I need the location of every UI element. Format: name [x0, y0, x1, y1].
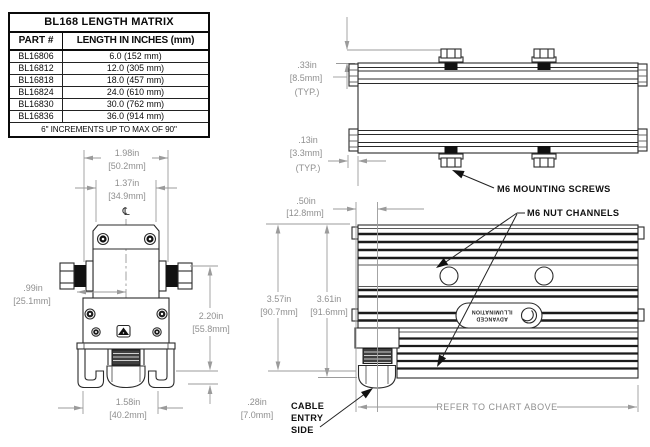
dim-text: .33in [297, 60, 317, 70]
col-header-part: PART # [10, 33, 63, 49]
mounting-screw [531, 146, 557, 168]
part-length: 24.0 (610 mm) [106, 87, 165, 97]
side-screw-right [158, 260, 193, 292]
cable-entry-callout: CABLE ENTRY SIDE [291, 388, 373, 435]
dim-width-outer: 1.98in [50.2mm] [83, 146, 169, 262]
nut-channels-callout: M6 NUT CHANNELS [436, 208, 619, 367]
dim-endcap: .13in [3.3mm] (TYP.) [290, 135, 386, 186]
nut-channel-hole [439, 266, 459, 286]
dim-text: [90.7mm] [260, 307, 298, 317]
side-view: ADVANCED ILLUMINATION [257, 196, 645, 435]
dim-text: [40.2mm] [109, 410, 147, 420]
dim-text: [34.9mm] [108, 191, 146, 201]
dim-text: [55.8mm] [192, 324, 230, 334]
cable-entry-label: ENTRY [291, 413, 323, 423]
dim-text: 3.61in [317, 294, 342, 304]
cable-gland-side-view [354, 327, 400, 389]
part-number: BL16824 [10, 87, 63, 98]
mounting-screw [438, 146, 464, 168]
refer-to-chart-label: REFER TO CHART ABOVE [436, 402, 557, 412]
part-number: BL16806 [10, 51, 63, 62]
table-row: BL16830 30.0 (762 mm) [10, 99, 208, 111]
dim-overall-length: REFER TO CHART ABOVE [358, 385, 639, 412]
part-number: BL16830 [10, 99, 63, 110]
dim-text: [12.8mm] [286, 208, 324, 218]
table-footer-note: 6" INCREMENTS UP TO MAX OF 90" [41, 125, 177, 134]
mounting-base [76, 342, 176, 389]
mid-block [82, 297, 170, 344]
brand-text: ADVANCED [476, 316, 508, 322]
table-row: BL16836 36.0 (914 mm) [10, 111, 208, 123]
dim-text: [8.5mm] [290, 73, 323, 83]
dim-text: [3.3mm] [290, 148, 323, 158]
mounting-screw [531, 48, 557, 70]
table-row: BL16806 6.0 (152 mm) [10, 51, 208, 63]
table-header-row: PART # LENGTH IN INCHES (mm) [10, 33, 208, 51]
dim-text: .13in [298, 135, 318, 145]
part-length: 18.0 (457 mm) [106, 75, 165, 85]
end-view: 1.98in [50.2mm] 1.37in [34.9mm] ℄ [13, 146, 273, 420]
part-number: BL16836 [10, 111, 63, 122]
length-matrix-table: BL168 LENGTH MATRIX PART # LENGTH IN INC… [8, 12, 210, 138]
part-length: 6.0 (152 mm) [109, 51, 162, 61]
dim-text: [91.6mm] [310, 307, 348, 317]
dim-body-height: 3.57in [90.7mm] 3.61in [91.6mm] [257, 223, 357, 378]
table-row: BL16824 24.0 (610 mm) [10, 87, 208, 99]
table-row: BL16812 12.0 (305 mm) [10, 63, 208, 75]
dim-text: (TYP.) [295, 87, 320, 97]
dim-text: [25.1mm] [13, 296, 51, 306]
dim-text: .50in [296, 196, 316, 206]
part-length: 30.0 (762 mm) [106, 99, 165, 109]
dim-width-top: 1.37in [34.9mm] [75, 177, 177, 222]
top-view: .33in [8.5mm] (TYP.) .13in [3.3mm] (TYP.… [290, 17, 648, 194]
dim-text: .99in [23, 283, 43, 293]
part-length: 12.0 (305 mm) [106, 63, 165, 73]
cable-gland-end-view [106, 349, 146, 389]
dim-cable-offset: .50in [12.8mm] [286, 196, 424, 218]
cable-entry-label: CABLE [291, 401, 324, 411]
centerline-symbol: ℄ [121, 205, 129, 218]
dim-text: .28in [247, 397, 267, 407]
dim-text: [50.2mm] [108, 161, 146, 171]
dim-center-to-face: .99in [25.1mm] [13, 283, 126, 306]
warning-icon [116, 324, 131, 338]
mounting-screw [438, 48, 464, 70]
brand-badge: ADVANCED ILLUMINATION [455, 302, 543, 329]
brand-text: ILLUMINATION [472, 309, 513, 315]
dim-height: 2.20in [55.8mm] [176, 265, 235, 372]
dim-text: 2.20in [199, 311, 224, 321]
brand-logo-icon [520, 307, 538, 324]
top-plate [92, 224, 160, 250]
part-length: 36.0 (914 mm) [106, 111, 165, 121]
cable-entry-label: SIDE [291, 425, 314, 435]
table-title: BL168 LENGTH MATRIX [10, 14, 208, 33]
dim-text: 1.37in [115, 178, 140, 188]
endcap-tabs [348, 63, 648, 152]
nut-channels-label: M6 NUT CHANNELS [527, 208, 619, 218]
dim-text: 3.57in [267, 294, 292, 304]
leader-arrow [452, 170, 465, 179]
mounting-screws-label: M6 MOUNTING SCREWS [497, 184, 611, 194]
part-number: BL16812 [10, 63, 63, 74]
side-screw-left [59, 260, 94, 292]
table-row: BL16818 18.0 (457 mm) [10, 75, 208, 87]
dim-channel-width: 1.58in [40.2mm] [58, 391, 183, 420]
part-number: BL16818 [10, 75, 63, 86]
dim-text: [7.0mm] [241, 410, 274, 420]
bar-body-side-view [351, 224, 645, 379]
nut-channel-hole [534, 266, 554, 286]
dim-text: 1.98in [115, 148, 140, 158]
col-header-length: LENGTH IN INCHES (mm) [76, 35, 195, 46]
bar-body-top-view [357, 62, 639, 154]
dim-text: 1.58in [116, 397, 141, 407]
dim-gland-clearance: .28in [7.0mm] [188, 383, 274, 420]
dim-text: (TYP.) [296, 163, 321, 173]
